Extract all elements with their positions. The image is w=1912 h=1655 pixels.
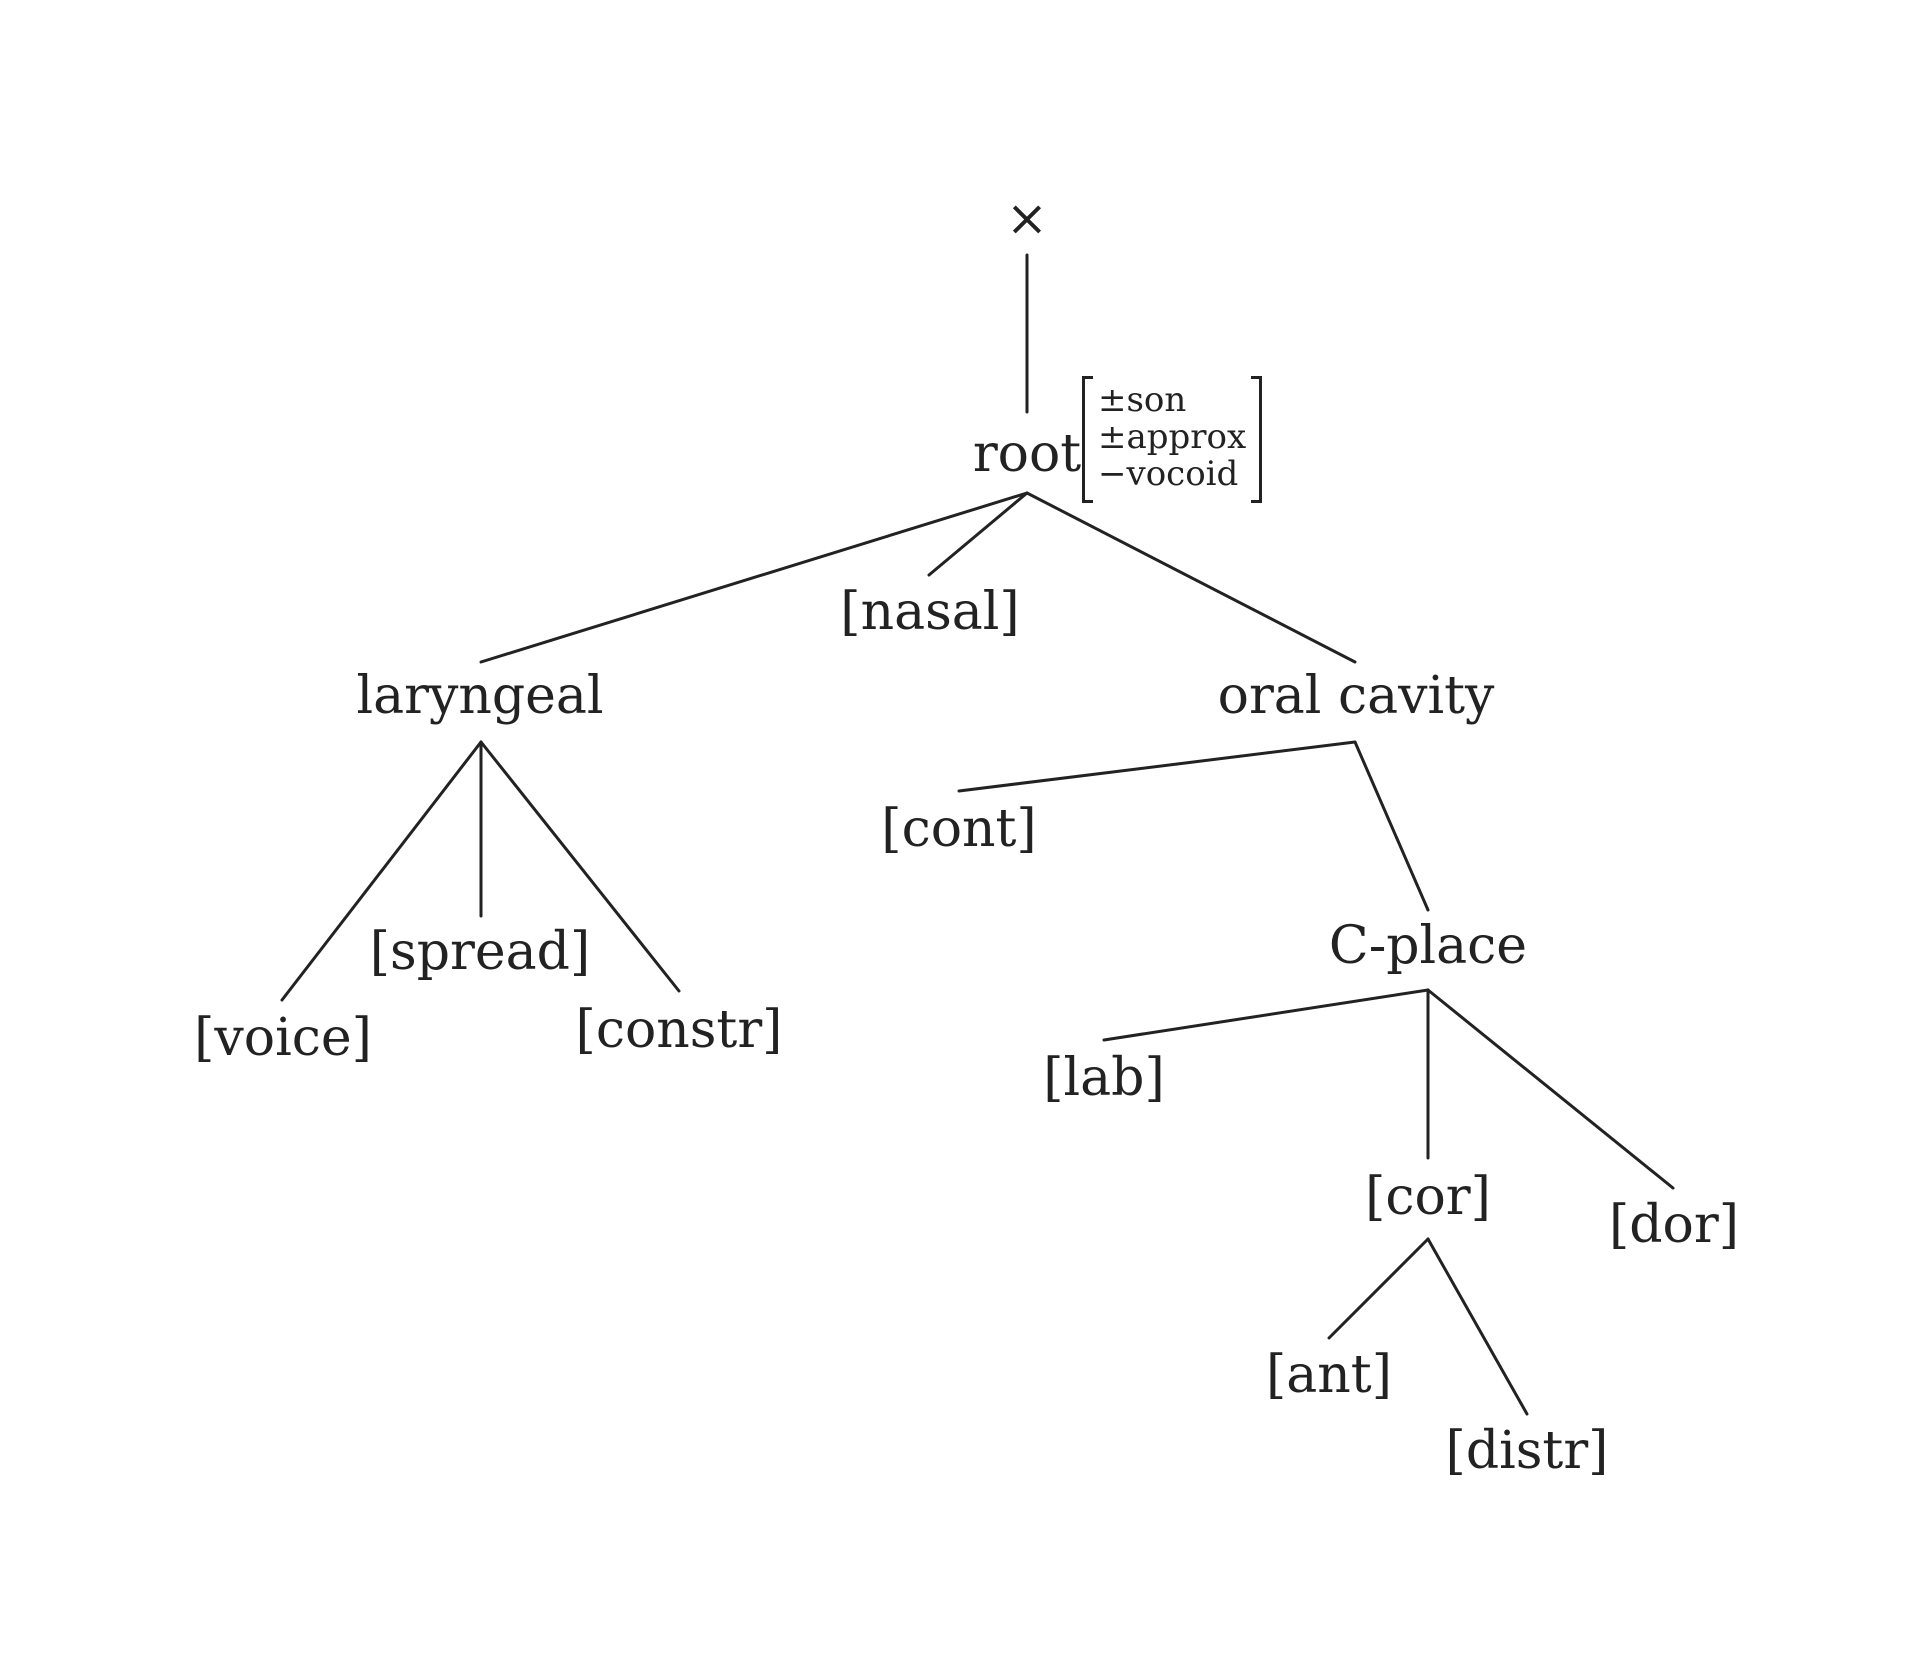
feature-vocoid: −vocoid	[1098, 454, 1239, 494]
node-dor: [dor]	[1608, 1195, 1740, 1255]
edge-oral-cavity-to-c-place	[1353, 740, 1430, 912]
edge-c-place-to-dor	[1426, 988, 1675, 1190]
edge-root-to-laryngeal	[479, 491, 1029, 664]
node-laryngeal: laryngeal	[356, 666, 604, 726]
node-lab: [lab]	[1043, 1048, 1165, 1108]
edge-cor-to-ant	[1327, 1237, 1430, 1340]
node-nasal: [nasal]	[840, 582, 1020, 642]
edge-laryngeal-to-voice	[280, 740, 483, 1002]
node-oral-cavity: oral cavity	[1217, 666, 1495, 726]
edge-oral-cavity-to-cont	[957, 740, 1357, 793]
timing-slot-x: ×	[1006, 189, 1048, 247]
node-root: root	[972, 424, 1082, 484]
node-cor: [cor]	[1365, 1167, 1491, 1227]
node-c-place: C-place	[1328, 916, 1528, 976]
edge-cor-to-distr	[1426, 1237, 1529, 1416]
edge-c-place-to-lab	[1102, 988, 1430, 1042]
edge-root-to-nasal	[927, 491, 1029, 577]
node-cont: [cont]	[881, 799, 1037, 859]
feature-approx: ±approx	[1098, 417, 1247, 457]
right-bracket	[1251, 376, 1263, 503]
node-spread: [spread]	[369, 922, 591, 982]
node-distr: [distr]	[1445, 1421, 1609, 1481]
edge-root-to-oral-cavity	[1025, 491, 1357, 664]
node-ant: [ant]	[1266, 1345, 1392, 1405]
node-voice: [voice]	[194, 1008, 372, 1068]
feature-son: ±son	[1098, 380, 1187, 420]
root-feature-matrix: ±son ±approx −vocoid	[1082, 376, 1263, 503]
node-constr: [constr]	[575, 1000, 783, 1060]
left-bracket	[1082, 376, 1093, 503]
edge-laryngeal-to-constr	[479, 740, 681, 993]
